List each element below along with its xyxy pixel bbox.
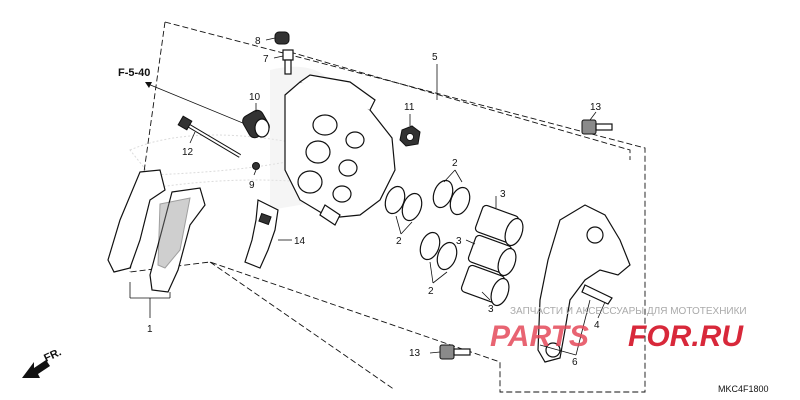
callout-11: 11 xyxy=(404,102,415,113)
callout-4: 4 xyxy=(594,320,600,331)
plug: 9 xyxy=(249,162,260,191)
callout-13-upper: 13 xyxy=(590,102,602,113)
pad-pin: 12 xyxy=(177,115,242,158)
piston-set: 3 3 3 xyxy=(456,189,524,315)
callout-14: 14 xyxy=(294,236,306,247)
bleeder-cap: 8 xyxy=(255,31,290,47)
callout-2-bottom: 2 xyxy=(428,286,434,297)
callout-8: 8 xyxy=(255,36,261,47)
caliper-nut: 11 xyxy=(399,102,421,147)
caliper-callout: 5 xyxy=(432,52,438,100)
callout-5: 5 xyxy=(432,52,438,63)
partsfor-watermark: ЗАПЧАСТИ И АКСЕССУАРЫ ДЛЯ МОТОТЕХНИКИ PA… xyxy=(490,306,747,353)
callout-12: 12 xyxy=(182,147,194,158)
watermark-logo-left: PARTS xyxy=(490,320,589,353)
section-reference: F-5-40 xyxy=(118,67,256,129)
callout-3-top: 3 xyxy=(500,189,506,200)
callout-9: 9 xyxy=(249,180,255,191)
watermark-logo-right: FOR.RU xyxy=(628,320,744,353)
callout-3-bottom: 3 xyxy=(488,304,494,315)
piston-seal-set: 2 2 2 xyxy=(384,158,471,297)
pad-spring: 14 xyxy=(244,199,306,269)
diagram-code: MKC4F1800 xyxy=(718,384,769,394)
callout-10: 10 xyxy=(249,92,261,103)
callout-7: 7 xyxy=(263,54,269,65)
front-direction-arrow: FR. xyxy=(22,346,63,378)
callout-2-left: 2 xyxy=(396,236,402,247)
mounting-bolt-upper: 13 xyxy=(581,102,613,135)
callout-6: 6 xyxy=(572,357,578,368)
caliper-subassembly-outline xyxy=(289,51,631,160)
callout-13-lower: 13 xyxy=(409,348,421,359)
assembly-outline xyxy=(129,21,646,393)
front-direction-label: FR. xyxy=(42,346,63,364)
callout-2-top: 2 xyxy=(452,158,458,169)
pin-boot: 10 xyxy=(242,92,270,139)
callout-3-middle: 3 xyxy=(456,236,462,247)
section-ref-label: F-5-40 xyxy=(118,67,150,79)
pad-group-outline xyxy=(209,261,396,391)
watermark-caption: ЗАПЧАСТИ И АКСЕССУАРЫ ДЛЯ МОТОТЕХНИКИ xyxy=(510,306,747,317)
caliper-body xyxy=(284,74,396,226)
callout-1: 1 xyxy=(147,324,153,335)
brake-pad-set: 1 xyxy=(107,169,206,335)
caliper-bracket: 6 4 xyxy=(537,204,631,368)
mounting-bolt-lower: 13 xyxy=(409,344,471,360)
bleeder-screw: 7 xyxy=(263,49,294,75)
